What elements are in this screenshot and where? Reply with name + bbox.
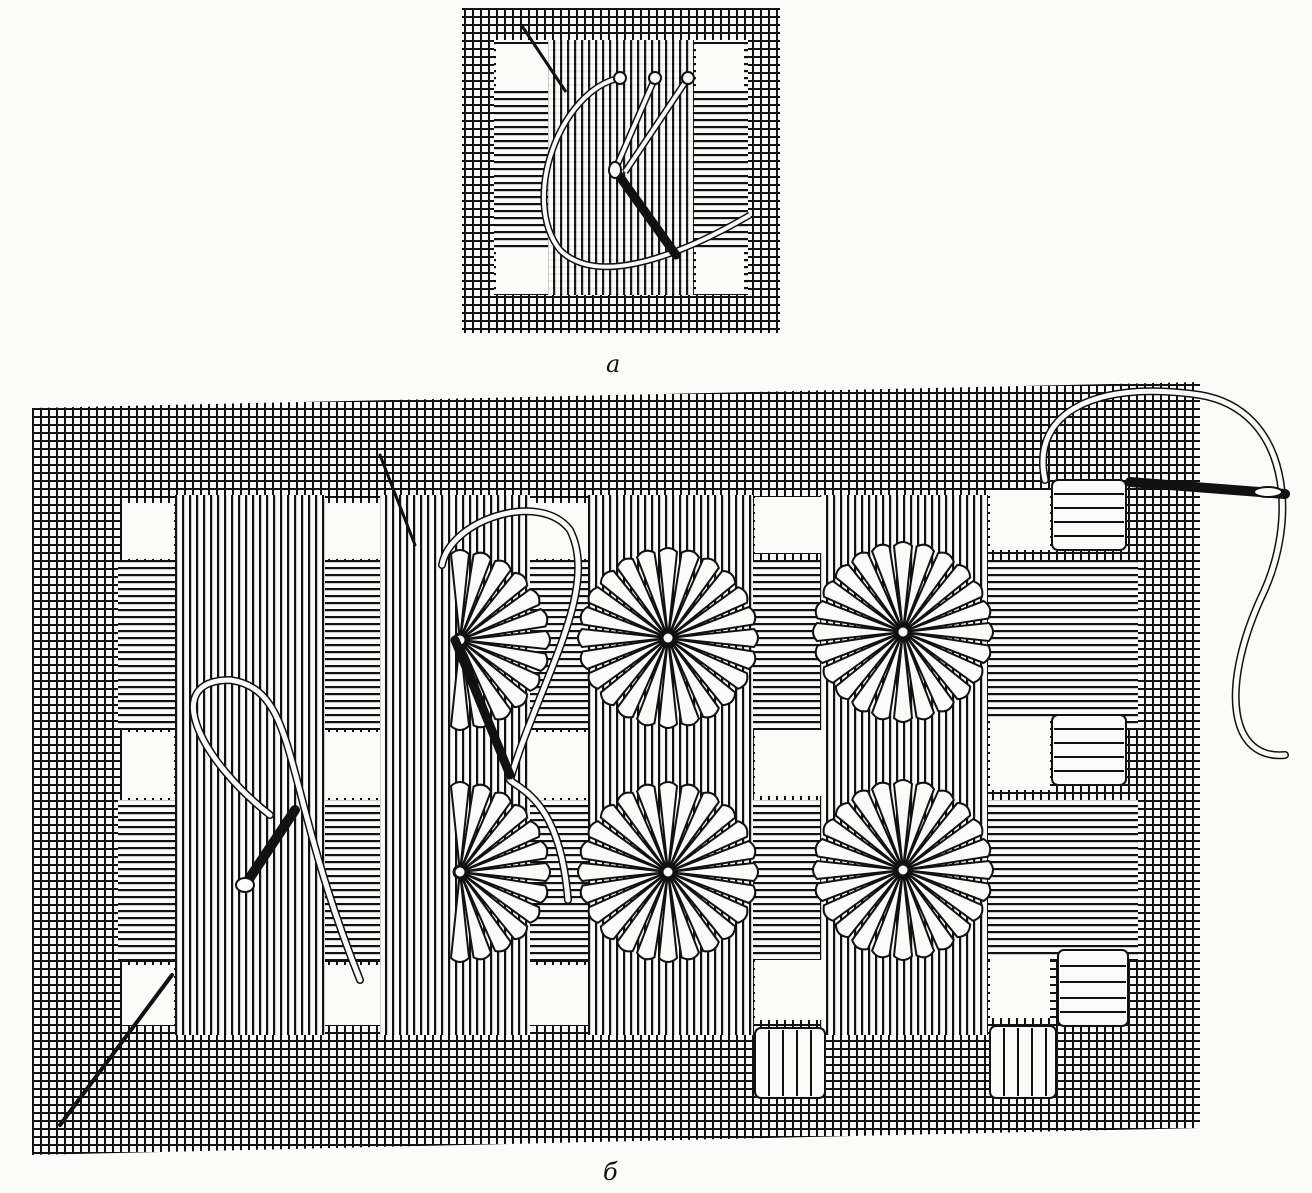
eyelet-star: [449, 549, 551, 731]
eyelet-star: [577, 547, 759, 729]
open-square: [696, 248, 744, 292]
eyelet-star: [449, 781, 551, 963]
open-square: [496, 248, 548, 292]
eyelet-stitches: [449, 541, 994, 963]
figure-label-a: а: [606, 350, 621, 378]
open-squares: [122, 490, 1050, 1025]
eyelet-star: [577, 781, 759, 963]
needle-icon: [610, 165, 681, 260]
needle-icon: [58, 453, 1290, 1127]
eyelet-star: [812, 779, 994, 961]
open-square: [696, 44, 744, 90]
figure-a: [462, 8, 780, 333]
eyelet-star: [812, 541, 994, 723]
satin-stitch-blocks: [754, 479, 1129, 1099]
figure-label-b: б: [603, 1158, 618, 1186]
figure-b: [32, 382, 1290, 1155]
